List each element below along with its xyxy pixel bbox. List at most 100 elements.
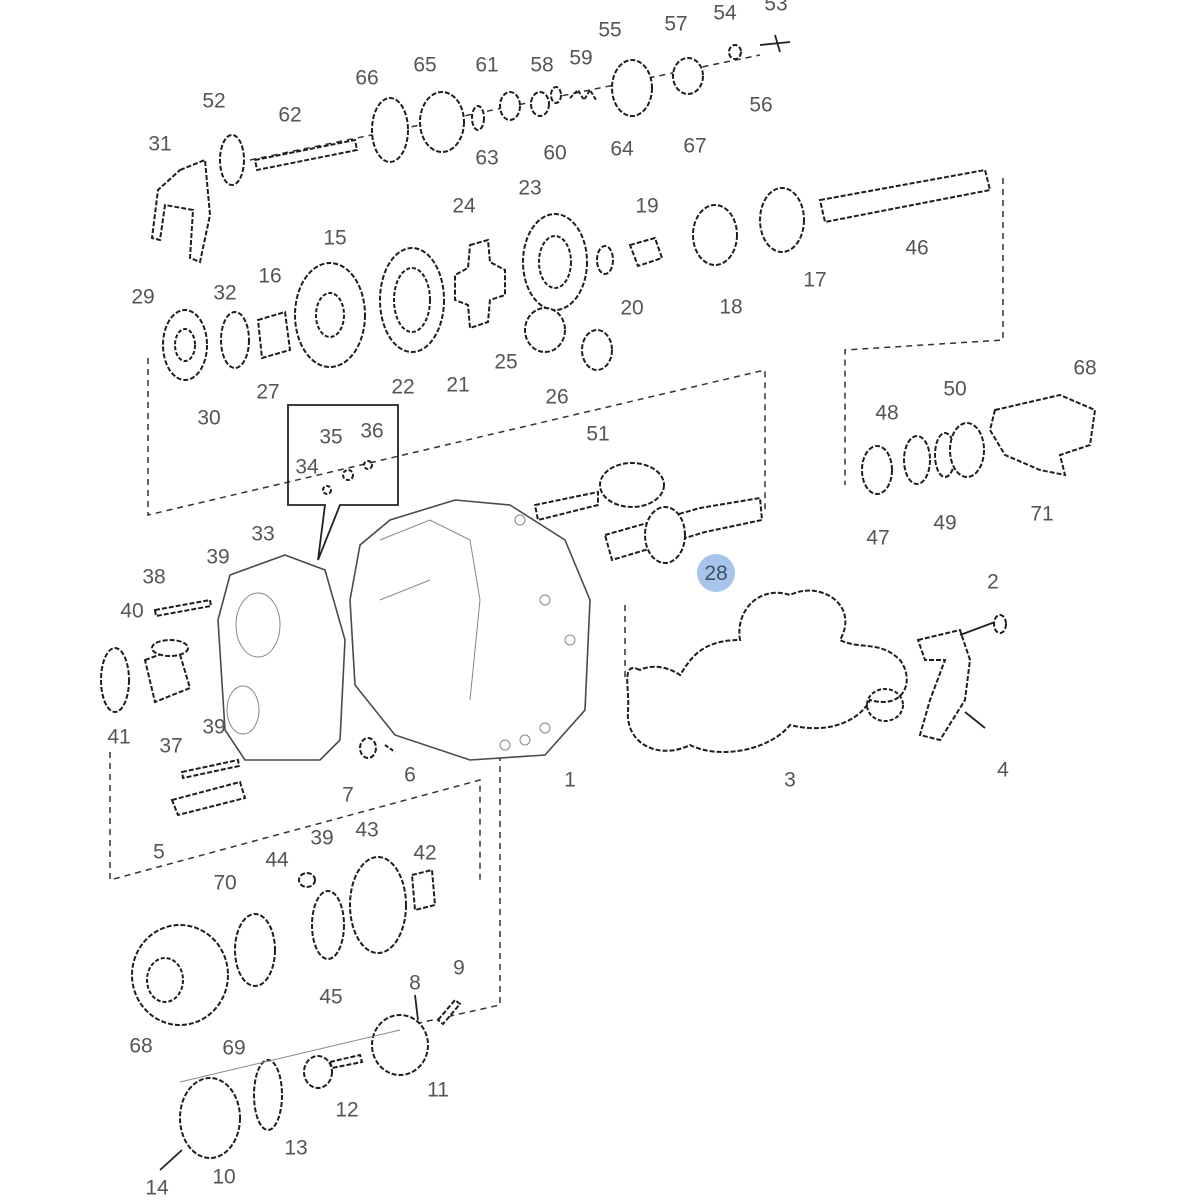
label-part-31[interactable]: 31 <box>148 132 172 156</box>
part-44[interactable] <box>298 872 316 888</box>
label-part-71[interactable]: 71 <box>1030 502 1054 526</box>
bolt-9[interactable] <box>436 998 462 1026</box>
bolt-2[interactable] <box>959 614 1007 636</box>
label-part-20[interactable]: 20 <box>620 296 644 320</box>
gear-15[interactable] <box>294 262 366 368</box>
washer-7[interactable] <box>359 737 377 759</box>
label-part-2[interactable]: 2 <box>987 570 999 594</box>
part-61[interactable] <box>499 91 521 121</box>
bolt-14[interactable] <box>159 1149 183 1171</box>
label-part-14[interactable]: 14 <box>145 1176 169 1200</box>
pin-8[interactable] <box>414 994 419 1021</box>
gear-65[interactable] <box>419 91 465 153</box>
label-part-36[interactable]: 36 <box>360 419 384 443</box>
label-part-47[interactable]: 47 <box>866 526 890 550</box>
label-part-43[interactable]: 43 <box>355 818 379 842</box>
label-part-28-highlighted[interactable]: 28 <box>697 554 735 592</box>
shaft-62[interactable] <box>253 138 359 172</box>
housing-64[interactable] <box>611 59 653 117</box>
label-part-32[interactable]: 32 <box>213 281 237 305</box>
label-part-64[interactable]: 64 <box>610 137 634 161</box>
washer-20[interactable] <box>596 245 614 275</box>
label-part-9[interactable]: 9 <box>453 956 465 980</box>
label-part-63[interactable]: 63 <box>475 146 499 170</box>
label-part-39-lower[interactable]: 39 <box>310 826 334 850</box>
ring-52[interactable] <box>219 134 245 186</box>
bearing-12[interactable] <box>303 1053 364 1089</box>
label-part-42[interactable]: 42 <box>413 841 437 865</box>
clutch-43[interactable] <box>349 856 407 954</box>
label-part-6[interactable]: 6 <box>404 763 416 787</box>
label-part-7[interactable]: 7 <box>342 783 354 807</box>
label-part-1[interactable]: 1 <box>564 768 576 792</box>
ring-70[interactable] <box>234 913 276 987</box>
label-part-26[interactable]: 26 <box>545 385 569 409</box>
gasket-3[interactable] <box>626 589 908 753</box>
spring-59[interactable] <box>569 88 597 102</box>
label-part-50[interactable]: 50 <box>943 377 967 401</box>
pump-10[interactable] <box>179 1077 241 1159</box>
drum-11[interactable] <box>371 1014 429 1076</box>
shaft-46[interactable] <box>818 168 992 224</box>
label-part-19[interactable]: 19 <box>635 194 659 218</box>
label-part-15[interactable]: 15 <box>323 226 347 250</box>
part-42[interactable] <box>410 868 437 912</box>
gear-25[interactable] <box>524 307 566 353</box>
case-21[interactable] <box>379 247 445 353</box>
label-part-5[interactable]: 5 <box>153 840 165 864</box>
label-part-41[interactable]: 41 <box>107 725 131 749</box>
label-part-56[interactable]: 56 <box>749 93 773 117</box>
cover-66[interactable] <box>371 97 409 163</box>
label-part-24[interactable]: 24 <box>452 194 476 218</box>
label-part-58[interactable]: 58 <box>530 53 554 77</box>
main-housing-1[interactable] <box>349 499 591 761</box>
label-part-61[interactable]: 61 <box>475 53 499 77</box>
label-part-23[interactable]: 23 <box>518 176 542 200</box>
pinion-shaft-28[interactable] <box>603 496 764 564</box>
label-part-55[interactable]: 55 <box>598 18 622 42</box>
shift-fork-31[interactable] <box>150 158 212 264</box>
label-part-35[interactable]: 35 <box>319 425 343 449</box>
flange-68-lower[interactable] <box>131 924 229 1026</box>
pin-37[interactable] <box>180 758 241 780</box>
washer-63[interactable] <box>471 105 485 131</box>
part-19[interactable] <box>628 236 664 268</box>
bearing-cup-40[interactable] <box>143 639 192 704</box>
sensor-5[interactable] <box>170 780 247 817</box>
label-part-22[interactable]: 22 <box>391 375 415 399</box>
label-part-59[interactable]: 59 <box>569 46 593 70</box>
label-part-57[interactable]: 57 <box>664 12 688 36</box>
label-part-70[interactable]: 70 <box>213 871 237 895</box>
label-part-68-lower[interactable]: 68 <box>129 1034 153 1058</box>
label-part-54[interactable]: 54 <box>713 1 737 25</box>
label-part-37[interactable]: 37 <box>159 734 183 758</box>
nut-54[interactable] <box>728 44 742 60</box>
label-part-68-upper[interactable]: 68 <box>1073 356 1097 380</box>
label-part-39-upper[interactable]: 39 <box>206 545 230 569</box>
label-part-45[interactable]: 45 <box>319 985 343 1009</box>
disc-45[interactable] <box>311 890 345 960</box>
label-part-48[interactable]: 48 <box>875 401 899 425</box>
label-part-27[interactable]: 27 <box>256 380 280 404</box>
spider-24[interactable] <box>454 238 506 330</box>
label-part-25[interactable]: 25 <box>494 350 518 374</box>
label-part-10[interactable]: 10 <box>212 1165 236 1189</box>
label-part-65[interactable]: 65 <box>413 53 437 77</box>
bearing-50[interactable] <box>949 422 985 478</box>
pin-38[interactable] <box>153 598 213 618</box>
label-part-51[interactable]: 51 <box>586 422 610 446</box>
label-part-46[interactable]: 46 <box>905 236 929 260</box>
crown-wheel-23[interactable] <box>522 213 588 311</box>
bolt-4[interactable] <box>964 711 986 729</box>
label-part-52[interactable]: 52 <box>202 89 226 113</box>
ring-48[interactable] <box>903 435 931 485</box>
label-part-33[interactable]: 33 <box>251 522 275 546</box>
label-part-44[interactable]: 44 <box>265 848 289 872</box>
bearing-17[interactable] <box>759 187 805 253</box>
bushing-16[interactable] <box>256 310 292 360</box>
bolt-53[interactable] <box>759 34 791 53</box>
label-part-49[interactable]: 49 <box>933 511 957 535</box>
label-part-4[interactable]: 4 <box>997 758 1009 782</box>
label-part-66[interactable]: 66 <box>355 66 379 90</box>
label-part-12[interactable]: 12 <box>335 1098 359 1122</box>
